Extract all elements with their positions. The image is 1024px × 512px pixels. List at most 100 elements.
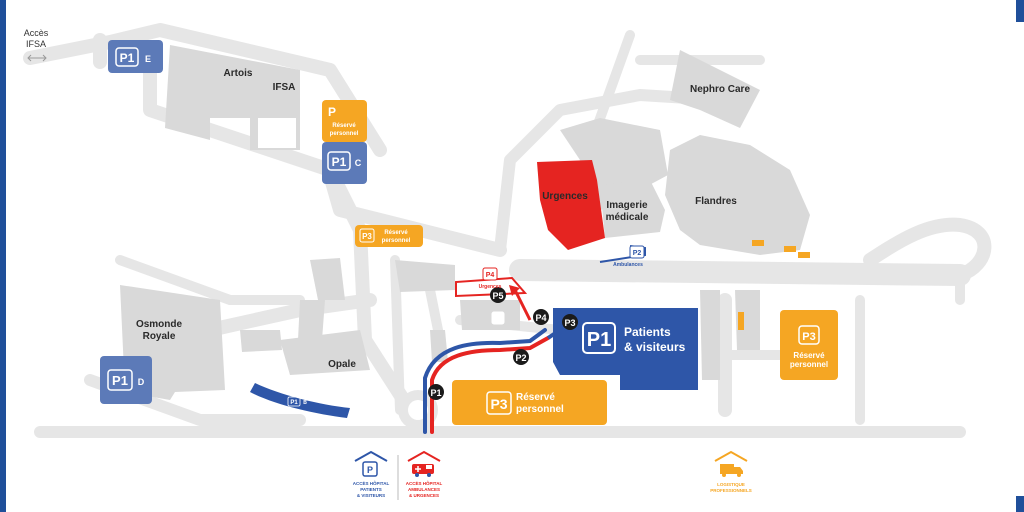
parking-p1b-badge[interactable]: P1 xyxy=(290,400,298,406)
building-label-opale: Opale xyxy=(328,359,356,370)
parking-p1d-badge[interactable]: P1 xyxy=(112,373,128,388)
route-marker-p2[interactable] xyxy=(513,349,529,365)
parking-p1d xyxy=(100,356,152,404)
route-marker-p4[interactable] xyxy=(533,309,549,325)
building-courtyard xyxy=(488,308,508,328)
parking-p1-main-line2: & visiteurs xyxy=(624,340,686,354)
legend-logistique: LOGISTIQUE PROFESSIONNELS xyxy=(710,450,752,493)
parking-p1c-badge-frame xyxy=(327,151,351,171)
urgences-building xyxy=(537,160,605,250)
legend-ambulances-line1: ACCÈS HÔPITAL xyxy=(406,479,443,486)
parking-p3-small-line2: personnel xyxy=(382,238,411,244)
legend-logistique-roof xyxy=(714,450,748,462)
frame-right-top xyxy=(1016,0,1024,22)
svg-text:P: P xyxy=(367,465,373,475)
legend-patients: P ACCÈS HÔPITAL PATIENTS & VISITEURS xyxy=(353,450,390,498)
route-marker-p5-label: P5 xyxy=(492,291,503,301)
legend-ambulances-roof xyxy=(407,450,441,462)
building-label-osmonde-2: Royale xyxy=(143,331,176,342)
legend-ambulances-line2: AMBULANCES xyxy=(408,487,440,492)
parking-p2-badge[interactable]: P2 xyxy=(633,250,642,257)
building-label-flandres: Flandres xyxy=(695,196,737,207)
parking-p1d-suffix: D xyxy=(138,377,145,387)
parking-p3-main-badge-frame xyxy=(486,391,512,415)
access-ifsa-line1: Accès xyxy=(24,28,49,38)
loading-zone-2 xyxy=(752,240,764,246)
parking-p1-main-badge[interactable]: P1 xyxy=(587,329,611,351)
frame-right-bottom xyxy=(1016,496,1024,512)
parking-p1e-badge[interactable]: P1 xyxy=(120,51,135,65)
legend-patients-roof xyxy=(354,450,388,462)
parking-p1e-suffix: E xyxy=(145,54,151,64)
parking-p1-main xyxy=(553,308,698,390)
parking-p3-main-line2: personnel xyxy=(516,404,564,415)
legend-patients-line1: ACCÈS HÔPITAL xyxy=(353,479,390,486)
parking-p4-badge[interactable]: P4 xyxy=(486,272,495,279)
parking-p3-small-badge[interactable]: P3 xyxy=(362,232,372,241)
parking-p2-label: Ambulances xyxy=(613,262,643,268)
parking-p1b-suffix: B xyxy=(303,400,307,406)
building-label-artois: Artois xyxy=(224,68,253,79)
roads xyxy=(23,23,992,438)
parking-p1-main-line1: Patients xyxy=(624,325,671,339)
double-arrow-icon xyxy=(27,54,47,62)
building-label-ifsa: IFSA xyxy=(273,82,296,93)
urgences-bay-outline xyxy=(455,276,528,298)
route-marker-p1-label: P1 xyxy=(430,388,441,398)
loading-zone-3 xyxy=(784,246,796,252)
legend-patients-line3: & VISITEURS xyxy=(357,493,385,498)
parking-p3-right xyxy=(780,310,838,380)
route-patients xyxy=(423,328,547,434)
buildings xyxy=(120,45,810,400)
parking-p3-right-badge-frame xyxy=(798,325,820,345)
building-label-imagerie-2: médicale xyxy=(606,212,649,223)
parking-p3-main-badge[interactable]: P3 xyxy=(490,396,507,412)
loading-zone-4 xyxy=(798,252,810,258)
truck-icon xyxy=(720,464,743,477)
parking-p-reserve xyxy=(322,100,367,142)
parking-p2-badge-frame xyxy=(629,245,645,259)
parking-p4-label: Urgences xyxy=(479,284,502,290)
legend-logistique-line2: PROFESSIONNELS xyxy=(710,488,752,493)
parking-p1-main-badge-frame xyxy=(582,322,616,354)
route-urgences xyxy=(513,289,532,321)
loading-zone-1 xyxy=(738,312,744,330)
parking-p1c-suffix: C xyxy=(355,158,362,168)
route-ambulance xyxy=(430,336,550,434)
parking-icon xyxy=(362,461,378,477)
route-marker-p1[interactable] xyxy=(428,384,444,400)
building-label-nephro: Nephro Care xyxy=(690,84,750,95)
parking-p3-small-line1: Réservé xyxy=(384,230,408,236)
legend-logistique-line1: LOGISTIQUE xyxy=(717,482,745,487)
parking-p-reserve-line1: Réservé xyxy=(332,123,356,129)
legend-ambulances: ACCÈS HÔPITAL AMBULANCES & URGENCES xyxy=(406,450,443,498)
ambulance-icon xyxy=(412,464,434,477)
legend-ambulances-line3: & URGENCES xyxy=(409,493,439,498)
parking-p-reserve-line2: personnel xyxy=(330,131,359,137)
parking-p3-main-line1: Réservé xyxy=(516,392,555,403)
route-marker-p3[interactable] xyxy=(562,314,578,330)
route-marker-p2-label: P2 xyxy=(515,353,526,363)
parking-p1c-badge[interactable]: P1 xyxy=(332,155,347,169)
frame-left xyxy=(0,0,6,512)
building-label-imagerie-1: Imagerie xyxy=(606,200,648,211)
parking-p3-right-badge[interactable]: P3 xyxy=(802,331,815,343)
route-marker-p3-label: P3 xyxy=(564,318,575,328)
building-label-osmonde-1: Osmonde xyxy=(136,319,183,330)
route-urgences-arrow xyxy=(509,285,520,296)
parking-p1b-badge-frame xyxy=(287,396,301,407)
building-label-urgences: Urgences xyxy=(542,191,588,202)
parking-p-reserve-badge[interactable]: P xyxy=(328,105,336,119)
route-marker-p4-label: P4 xyxy=(535,313,546,323)
parking-p1d-badge-frame xyxy=(107,369,133,391)
route-marker-p5[interactable] xyxy=(490,287,506,303)
parking-p3-right-line1: Réservé xyxy=(793,351,825,360)
parking-p3-right-line2: personnel xyxy=(790,360,828,369)
access-ifsa-line2: IFSA xyxy=(26,39,46,49)
parking-p4-badge-frame xyxy=(482,267,498,281)
legend-patients-line2: PATIENTS xyxy=(360,487,382,492)
route-markers: P1 P2 P3 P4 P5 xyxy=(428,287,578,400)
parking-p3-small-badge-frame xyxy=(359,228,375,243)
